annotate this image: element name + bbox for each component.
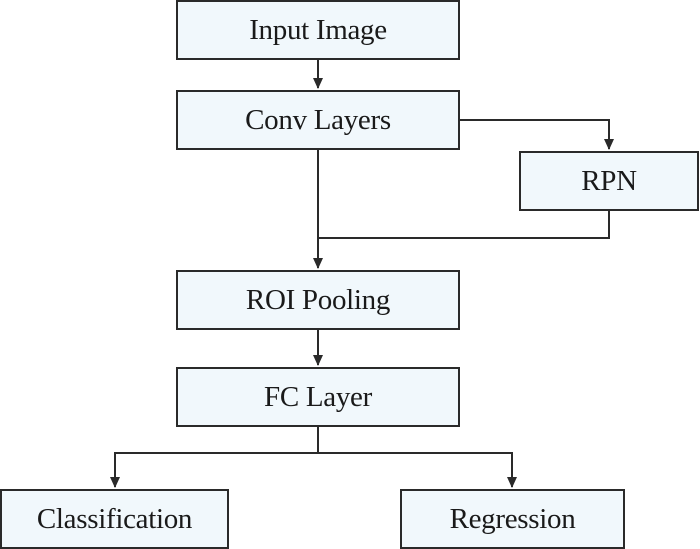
edge-fc-to-regression — [318, 452, 517, 488]
edge-rpn-to-roi — [318, 211, 610, 239]
node-label: Conv Layers — [245, 103, 391, 136]
node-label: Input Image — [249, 13, 387, 46]
node-rpn: RPN — [519, 151, 699, 211]
node-fc-layer: FC Layer — [176, 367, 460, 427]
node-label: RPN — [581, 164, 637, 197]
node-label: ROI Pooling — [245, 283, 391, 316]
edge-fc-split — [110, 427, 319, 488]
node-label: Classification — [36, 502, 193, 535]
node-roi-pooling: ROI Pooling — [176, 270, 460, 330]
node-label: FC Layer — [264, 380, 372, 413]
node-label: Regression — [449, 502, 576, 535]
node-classification: Classification — [0, 489, 229, 549]
node-conv-layers: Conv Layers — [176, 90, 460, 150]
node-regression: Regression — [400, 489, 625, 549]
node-input-image: Input Image — [176, 0, 460, 60]
edge-conv-to-rpn — [460, 119, 614, 150]
